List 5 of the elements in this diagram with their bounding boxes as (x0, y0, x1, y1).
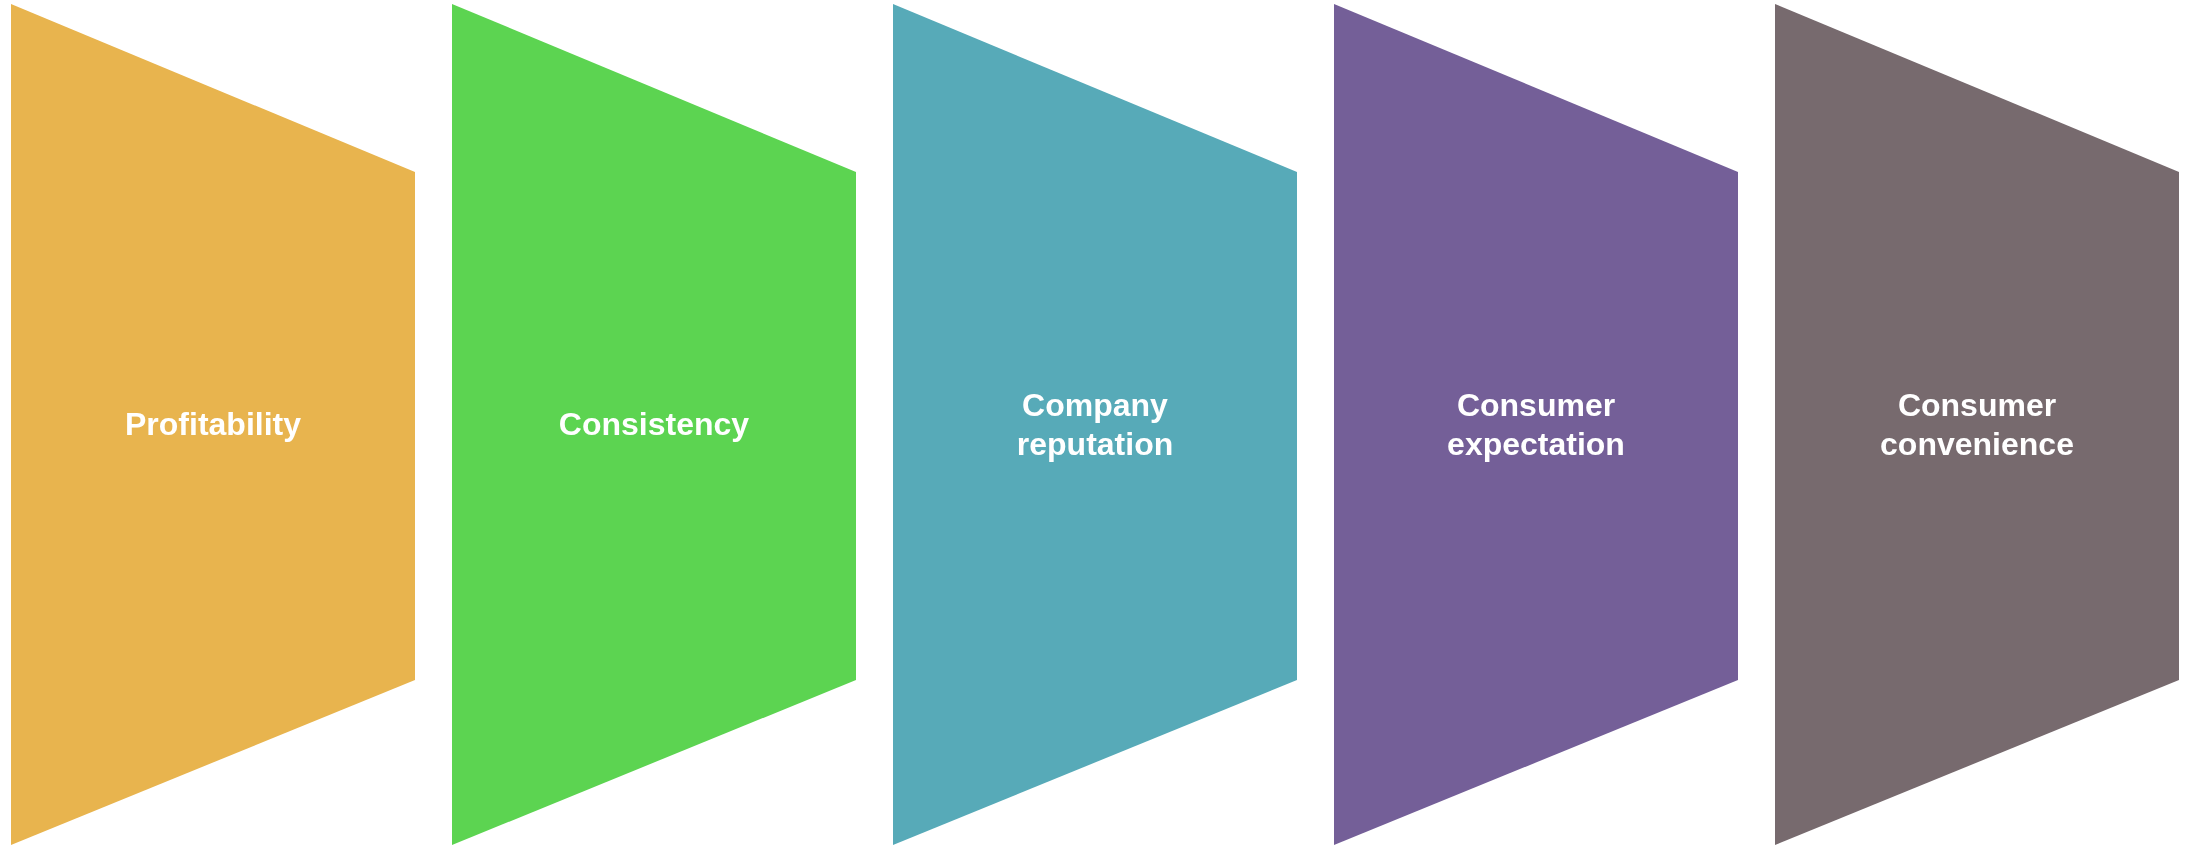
stage-label: Company reputation (1015, 386, 1175, 463)
stage-label: Consumer expectation (1446, 386, 1626, 463)
stage-label: Profitability (125, 405, 301, 444)
stage-label: Consumer convenience (1879, 386, 2075, 463)
stage-label: Consistency (558, 405, 750, 444)
